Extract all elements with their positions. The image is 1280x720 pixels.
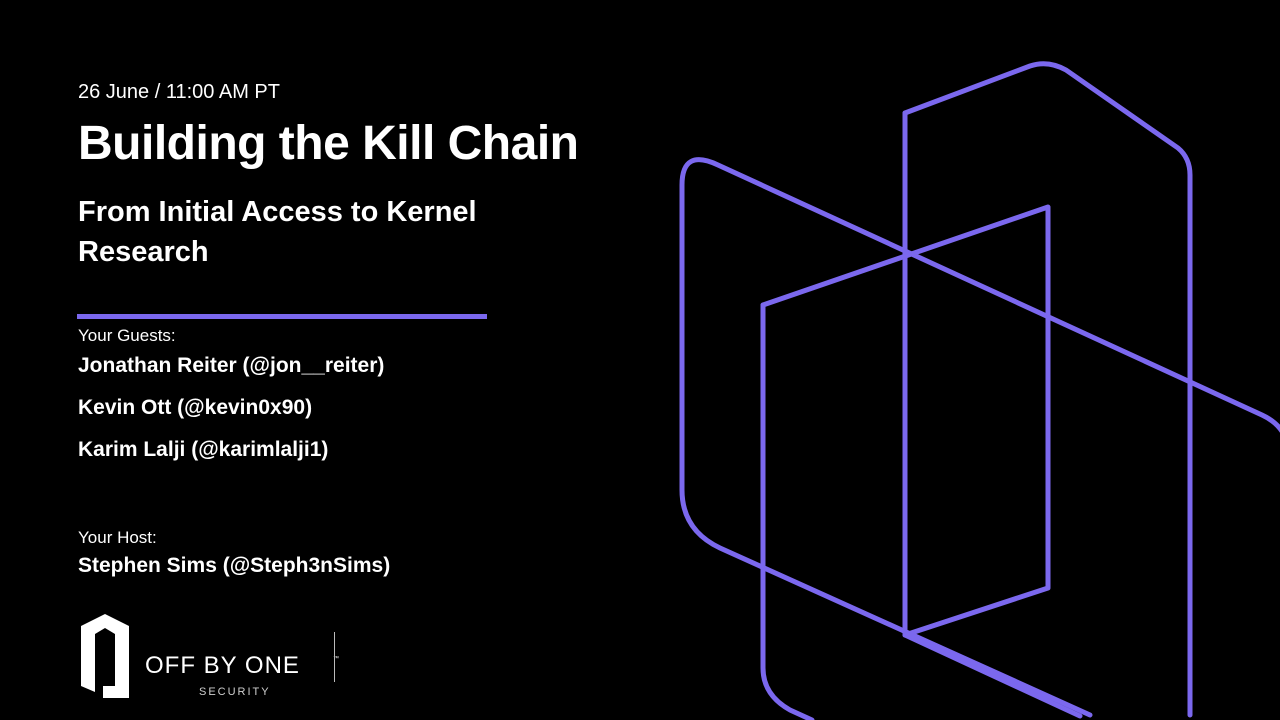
off-by-one-logo-icon — [81, 614, 129, 698]
guests-label: Your Guests: — [78, 326, 176, 345]
trademark-mark: ™ — [333, 656, 339, 662]
guest-name: Kevin Ott (@kevin0x90) — [78, 396, 313, 419]
guest-name: Jonathan Reiter (@jon__reiter) — [78, 354, 385, 377]
logo-divider — [334, 632, 335, 682]
accent-divider — [77, 314, 487, 319]
event-subtitle: From Initial Access to Kernel Research — [78, 196, 477, 268]
event-date-time: 26 June / 11:00 AM PT — [78, 81, 280, 103]
event-title: Building the Kill Chain — [78, 117, 579, 170]
host-name: Stephen Sims (@Steph3nSims) — [78, 554, 391, 577]
brand-name: OFF BY ONE — [145, 652, 300, 679]
brand-tagline: SECURITY — [199, 686, 271, 698]
host-label: Your Host: — [78, 528, 157, 547]
guest-name: Karim Lalji (@karimlalji1) — [78, 438, 329, 461]
brand-logo: OFF BY ONE ™ SECURITY — [77, 612, 347, 702]
